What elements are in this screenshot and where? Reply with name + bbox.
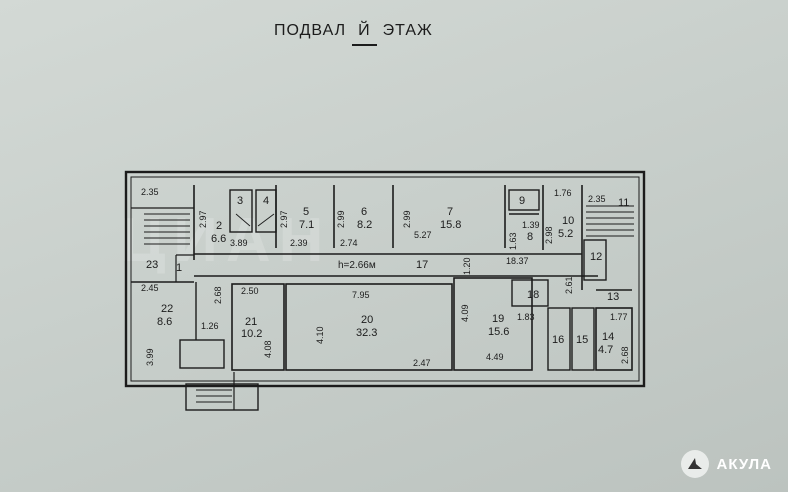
dim: 2.68 [213,286,223,304]
dim: 2.97 [198,210,208,228]
room-number: 4 [263,195,269,207]
room-number: 5 [303,206,309,218]
room-number: 11 [618,197,629,209]
room-labels: 2 6.6 3 4 5 7.1 6 8.2 7 15.8 8 9 10 5.2 … [146,195,629,356]
brand-name: АКУЛА [716,455,772,473]
room-number: 22 [161,303,173,315]
room-area: 6.6 [211,233,226,245]
dim: 4.10 [315,326,325,344]
room-number: 17 [416,259,428,271]
dim: 2.74 [340,238,358,248]
room-number: 18 [527,289,539,301]
room-number: 12 [590,251,602,263]
room-area: 15.8 [440,219,461,231]
room-area: 15.6 [488,326,509,338]
dim: 3.99 [145,348,155,366]
dim: 1.77 [610,312,628,322]
room-number: 15 [576,334,588,346]
dim: 18.37 [506,256,529,266]
dim: 4.08 [263,340,273,358]
room-area: 8.6 [157,316,172,328]
room-number: 20 [361,314,373,326]
room-area: 7.1 [299,219,314,231]
brand-logo: АКУЛА [680,450,772,478]
room-number: 14 [602,331,614,343]
room-area: 4.7 [598,344,613,356]
dim: 1.26 [201,321,219,331]
dim: 2.47 [413,358,431,368]
room-area: 5.2 [558,228,573,240]
room-number: 7 [447,206,453,218]
dim: 1.76 [554,188,572,198]
room-number: 19 [492,313,504,325]
dim: 2.99 [402,210,412,228]
room-number: 6 [361,206,367,218]
dim: 1.20 [462,257,472,275]
dim: 2.68 [620,346,630,364]
heading-part1: ПОДВАЛ [274,22,347,39]
room-area: 8.2 [357,219,372,231]
dim: 2.97 [279,210,289,228]
dim: 3.89 [230,238,248,248]
dim: 1.83 [517,312,535,322]
room-number: 8 [527,231,533,243]
room-number: 9 [519,195,525,207]
dimension-labels: 2.35 2.97 3.89 2.97 2.99 2.39 2.99 2.74 … [141,187,630,368]
dim: 2.45 [141,283,159,293]
dim: 4.49 [486,352,504,362]
stair-treads [144,205,634,403]
shark-icon [680,450,709,478]
ceiling-height: h=2.66м [338,260,376,271]
room-number: 16 [552,334,564,346]
dim: 2.35 [588,194,606,204]
room-number: 21 [245,316,257,328]
room-number: 1 [176,262,182,274]
room-number: 13 [607,291,619,303]
dim: 1.63 [508,232,518,250]
dim: 2.98 [544,226,554,244]
heading-part3: ЭТАЖ [382,22,433,39]
walls [124,170,646,411]
room-number: 3 [237,195,243,207]
room-number: 10 [562,215,574,227]
plan-heading: ПОДВАЛ Й ЭТАЖ [274,22,433,46]
dim: 2.61 [564,276,574,294]
dim: 5.27 [414,230,432,240]
room-area: 10.2 [241,328,262,340]
heading-part2: Й [352,22,376,46]
dim: 4.09 [460,304,470,322]
dim: 2.50 [241,286,259,296]
watermark: ЦИАН [120,206,332,275]
room-number: 2 [216,220,222,232]
room-area: 32.3 [356,327,377,339]
dim: 1.39 [522,220,540,230]
room-number: 23 [146,259,158,271]
dim: 2.39 [290,238,308,248]
dim: 2.35 [141,187,159,197]
dim: 2.99 [336,210,346,228]
dim: 7.95 [352,290,370,300]
